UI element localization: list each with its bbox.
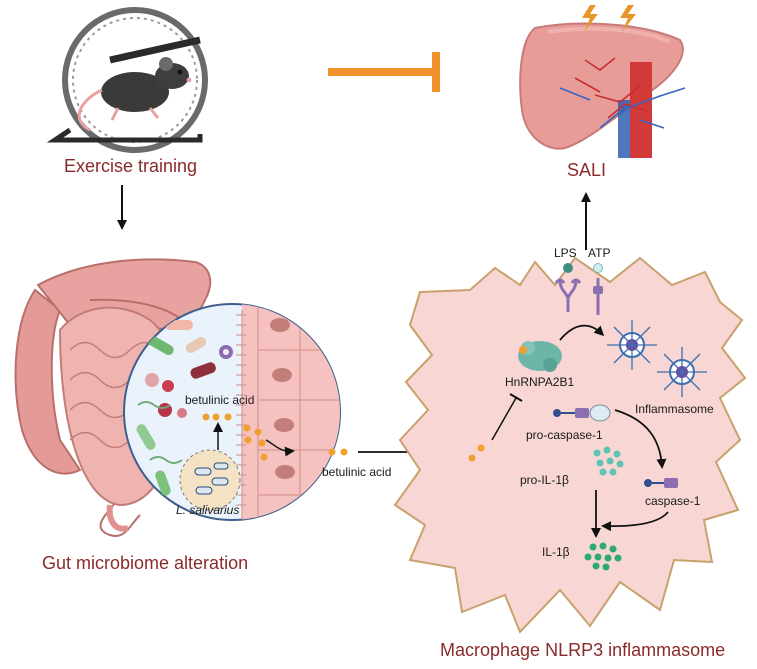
betulinic-acid-dot [340,448,348,456]
pro-il-1b-label: pro-IL-1β [520,473,569,487]
inflammasome-label: Inflammasome [635,402,714,416]
pro-il-1b-dots [593,446,624,476]
lps-label: LPS [554,246,577,260]
lightning-bolt-icon [582,5,598,32]
exercise-wheel-mouse-illustration [46,7,208,153]
betulinic-acid-dot [477,444,485,452]
betulinic-acid-dot [328,448,336,456]
pro-caspase-1-label: pro-caspase-1 [526,428,603,442]
betulinic-exit-arrow [265,439,295,457]
betulinic-inhibits-hnrnpa2b1 [491,393,523,441]
caspase-to-il-1b-arrow [601,511,669,532]
inhibition-bar [328,52,440,92]
lps-receptor [554,263,582,312]
microbiome-zoom-circle [123,303,341,521]
betulinic-acid-inner-label: betulinic acid [185,393,255,407]
hnrnpa2b1-label: HnRNPA2B1 [505,375,575,389]
macrophage-cell [393,256,747,634]
atp-label: ATP [588,246,611,260]
hnrnpa2b1-to-inflammasome-arrow [559,324,605,341]
lightning-bolt-icon [620,5,636,32]
pro-caspase-1-molecule [553,404,611,422]
sali-label: SALI [567,160,607,180]
inflammasome-complex [657,347,707,397]
liver-illustration [519,22,686,158]
l-salivarius-label: L. salivarius [176,503,240,517]
macrophage-nlrp3-inflammasome-label: Macrophage NLRP3 inflammasome [440,640,726,660]
inflammasome-complex [607,320,657,370]
exercise-training-label: Exercise training [64,156,198,176]
caspase-1-molecule [644,478,678,488]
caspase-1-label: caspase-1 [645,494,701,508]
betulinic-acid-outer-label: betulinic acid [322,465,392,479]
betulinic-acid-dot [468,454,476,462]
gut-microbiome-alteration-label: Gut microbiome alteration [42,553,249,573]
il-1b-label: IL-1β [542,545,570,559]
il-1b-dots [584,542,622,571]
hnrnpa2b1-protein [518,341,562,372]
procaspase-to-caspase-arrow [614,409,667,469]
atp-receptor [593,263,603,315]
